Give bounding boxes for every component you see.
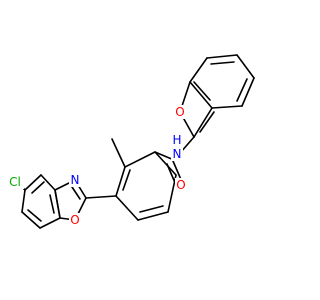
bond — [85, 195, 117, 199]
bond — [27, 209, 42, 222]
bond — [236, 54, 255, 79]
furan-oxygen-label: O — [175, 105, 184, 119]
bond — [154, 151, 175, 161]
bond — [31, 181, 45, 194]
bond — [241, 77, 255, 107]
label-mask — [6, 175, 24, 189]
furan-oxygen-atom: O — [174, 105, 186, 119]
amide-nitrogen-atom: N — [171, 147, 183, 161]
oxazole-oxygen-atom: O — [69, 213, 81, 227]
bond — [210, 61, 235, 65]
bond — [199, 111, 215, 133]
bond — [115, 166, 126, 197]
bond — [122, 169, 131, 191]
amide-nitrogen-label: N — [173, 147, 182, 161]
label-mask — [171, 133, 183, 147]
bond — [189, 57, 208, 83]
atom-labels: Cl N O N H O O — [6, 105, 187, 227]
bond — [24, 174, 42, 191]
bond — [39, 217, 61, 229]
amide-hydrogen-label: H — [172, 133, 181, 147]
bond — [49, 194, 55, 214]
bond — [54, 189, 61, 219]
bond — [193, 107, 213, 138]
bond — [193, 81, 211, 101]
bond — [40, 174, 56, 191]
bond — [167, 174, 177, 213]
label-mask — [69, 213, 81, 227]
bond — [111, 138, 126, 168]
oxazole-nitrogen-atom: N — [69, 173, 81, 187]
chlorine-label: Cl — [9, 175, 21, 189]
bond — [21, 189, 26, 213]
chlorine-atom: Cl — [6, 175, 24, 189]
bond — [236, 78, 248, 102]
bond-skeleton — [16, 54, 255, 229]
bond — [139, 205, 164, 213]
oxazole-oxygen-label: O — [70, 213, 79, 227]
bond — [115, 195, 139, 221]
bond — [211, 105, 243, 109]
oxazole-nitrogen-label: N — [71, 173, 80, 187]
label-mask — [175, 178, 187, 192]
bond — [137, 211, 169, 221]
bond — [189, 81, 213, 109]
label-mask — [174, 105, 186, 119]
bond — [154, 151, 177, 176]
label-mask — [69, 173, 81, 187]
bond — [206, 54, 238, 59]
bond — [124, 151, 156, 168]
carbonyl-oxygen-atom: O — [175, 178, 187, 192]
label-mask — [171, 147, 183, 161]
amide-hydrogen-atom: H — [171, 133, 183, 147]
carbonyl-oxygen-label: O — [176, 178, 185, 192]
molecule-structure-diagram: Cl N O N H O O — [6, 54, 255, 229]
bond — [21, 211, 41, 229]
